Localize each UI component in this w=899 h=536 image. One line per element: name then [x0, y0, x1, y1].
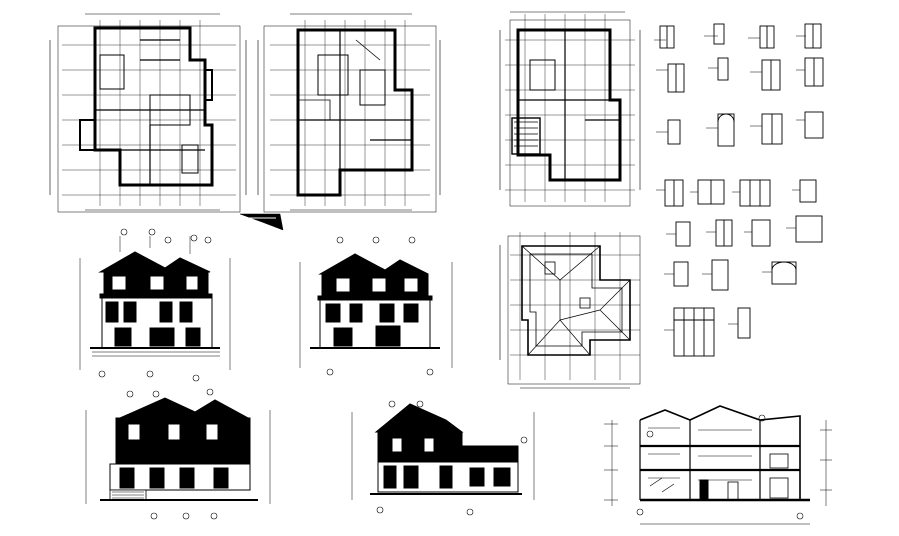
schedule-leaders — [654, 35, 806, 331]
floor-plan-second — [499, 11, 641, 207]
floor-plan-first — [257, 13, 441, 213]
roof-plan — [499, 232, 641, 389]
window-door-schedule — [654, 23, 824, 357]
plan-grid-lines — [62, 20, 236, 206]
elevation-right — [351, 400, 535, 516]
elevation-front — [79, 228, 231, 382]
north-arrow — [239, 213, 284, 231]
floor-plan-ground — [49, 13, 247, 213]
dimension-ticks — [49, 13, 247, 211]
elevation-rear — [299, 236, 453, 376]
section — [604, 405, 832, 525]
elevation-left — [85, 388, 271, 520]
